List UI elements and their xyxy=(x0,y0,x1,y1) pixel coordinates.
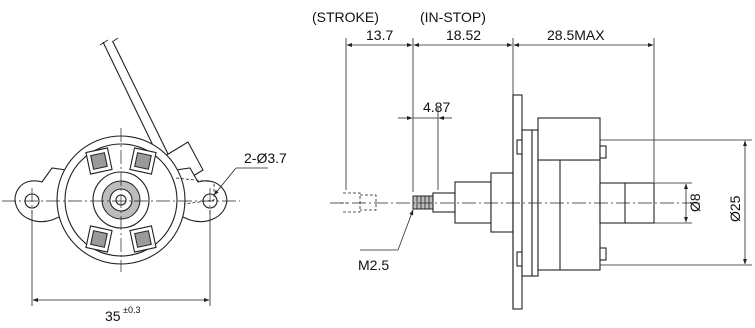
stroke-label: (STROKE) xyxy=(312,9,379,25)
side-view xyxy=(330,38,752,310)
lead-wire xyxy=(102,41,161,161)
body-diameter-value: Ø25 xyxy=(727,195,743,222)
offset-value: 4.87 xyxy=(423,99,450,115)
shaft xyxy=(432,192,456,213)
threaded-shaft xyxy=(412,195,434,210)
front-view xyxy=(2,37,268,306)
front-boss xyxy=(490,172,514,233)
max-length-value: 28.5MAX xyxy=(547,27,605,43)
instop-value: 18.52 xyxy=(446,27,481,43)
stroke-value: 13.7 xyxy=(366,27,393,43)
shaft-diameter-value: Ø8 xyxy=(687,193,703,212)
motor-housing xyxy=(537,159,601,271)
connector-box xyxy=(537,117,601,161)
pitch-value: 35 xyxy=(105,308,121,324)
flange-plate xyxy=(512,94,523,310)
thread-callout: M2.5 xyxy=(358,257,389,273)
instop-label: (IN-STOP) xyxy=(420,9,486,25)
stroke-ghost-shaft xyxy=(343,192,361,213)
pole-pieces xyxy=(85,147,157,253)
hole-callout: 2-Ø3.7 xyxy=(244,150,287,166)
front-hub xyxy=(454,181,492,224)
pitch-tolerance: ±0.3 xyxy=(123,305,140,315)
